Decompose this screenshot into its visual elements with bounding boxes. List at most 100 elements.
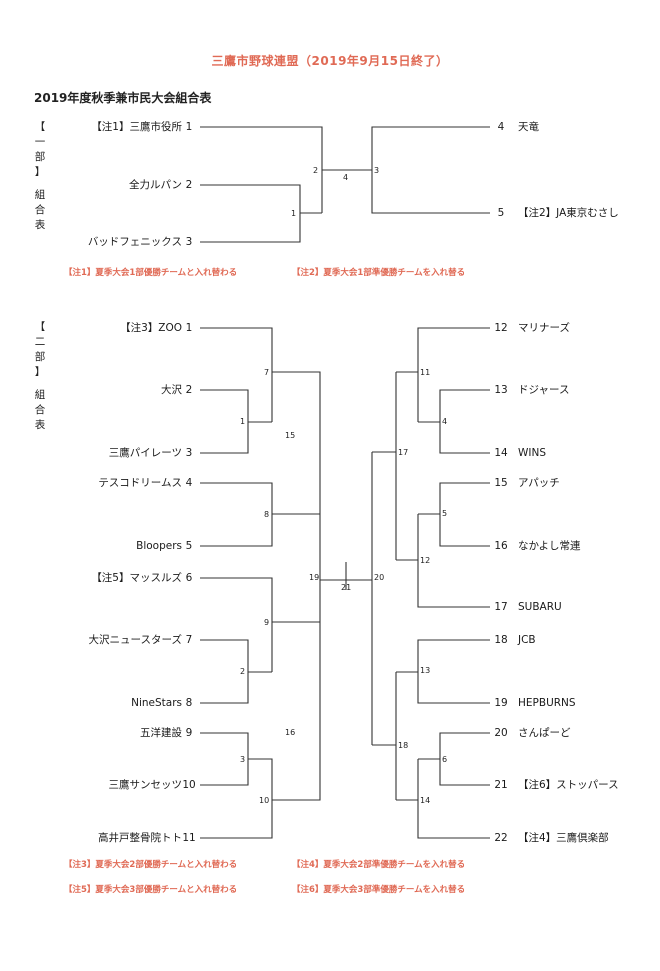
d2-team-22: 【注4】三鷹倶楽部 bbox=[518, 832, 609, 844]
d2-team-18: JCB bbox=[518, 634, 536, 646]
d1-team-2: 全力ルパン bbox=[128, 179, 182, 191]
d2-division-label: 【 二 部 】 組 合 表 bbox=[34, 321, 46, 431]
d2-note-4: 【注4】夏季大会2部準優勝チームを入れ替る bbox=[292, 860, 466, 870]
d2-seed-20: 20 bbox=[494, 727, 508, 739]
d2-seed-6: 6 bbox=[185, 572, 193, 584]
d2-match-2: 2 bbox=[240, 667, 246, 676]
d2-team-14: WINS bbox=[518, 447, 546, 459]
d2-bracket-m12 bbox=[396, 514, 490, 608]
d2-match-4: 4 bbox=[442, 417, 448, 426]
d1-seed-4: 4 bbox=[497, 121, 505, 133]
d1-note-1: 【注1】夏季大会1部優勝チームと入れ替わる bbox=[64, 268, 238, 278]
page-title: 三鷹市野球連盟（2019年9月15日終了） bbox=[211, 54, 449, 68]
d1-seed-3: 3 bbox=[185, 236, 193, 248]
d1-match-4: 4 bbox=[343, 173, 349, 182]
d2-seed-10: 10 bbox=[182, 779, 196, 791]
d2-match-13: 13 bbox=[420, 666, 431, 675]
d2-bracket-m20 bbox=[346, 452, 373, 745]
d2-team-2: 大沢 bbox=[161, 384, 182, 396]
d2-seed-4: 4 bbox=[185, 477, 193, 489]
d2-team-20: さんぱーど bbox=[518, 727, 571, 739]
d2-seed-11: 11 bbox=[182, 832, 196, 844]
d2-seed-22: 22 bbox=[494, 832, 508, 844]
d2-seed-17: 17 bbox=[494, 601, 508, 613]
d2-bracket-m6 bbox=[418, 732, 490, 786]
d2-bracket-m15 bbox=[296, 371, 346, 581]
d2-match-21: 21 bbox=[341, 583, 352, 592]
d1-seed-2: 2 bbox=[185, 179, 193, 191]
d2-team-12: マリナーズ bbox=[518, 322, 570, 334]
d2-team-8: NineStars bbox=[131, 697, 182, 709]
d2-team-6: 【注5】マッスルズ bbox=[91, 572, 182, 584]
d2-team-15: アパッチ bbox=[518, 477, 560, 489]
d1-match-3: 3 bbox=[374, 166, 380, 175]
d2-match-3: 3 bbox=[240, 755, 246, 764]
d1-bracket-m3 bbox=[348, 126, 490, 214]
d1-team-3: バッドフェニックス bbox=[87, 236, 182, 248]
d2-bracket-m1 bbox=[200, 389, 272, 454]
d2-bracket-m17 bbox=[372, 372, 397, 560]
d2-match-12: 12 bbox=[420, 556, 431, 565]
d2-seed-18: 18 bbox=[494, 634, 508, 646]
d2-bracket-m18 bbox=[372, 672, 397, 800]
d2-team-13: ドジャース bbox=[518, 384, 570, 396]
d2-match-5: 5 bbox=[442, 509, 448, 518]
d2-bracket-m7 bbox=[200, 327, 296, 422]
d2-match-7: 7 bbox=[264, 368, 270, 377]
d2-match-15: 15 bbox=[285, 431, 296, 440]
d2-seed-9: 9 bbox=[185, 727, 193, 739]
d2-seed-16: 16 bbox=[494, 540, 508, 552]
d2-note-3: 【注3】夏季大会2部優勝チームと入れ替わる bbox=[64, 860, 238, 870]
d2-seed-5: 5 bbox=[185, 540, 193, 552]
d2-seed-19: 19 bbox=[494, 697, 508, 709]
d2-team-3: 三鷹パイレーツ bbox=[108, 447, 182, 459]
d2-team-10: 三鷹サンセッツ bbox=[108, 779, 183, 791]
d2-team-4: テスコドリームス bbox=[98, 477, 182, 489]
d2-match-10: 10 bbox=[259, 796, 270, 805]
d2-team-9: 五洋建設 bbox=[140, 727, 182, 739]
d2-team-16: なかよし常連 bbox=[518, 540, 581, 552]
d2-note-5: 【注5】夏季大会3部優勝チームと入れ替わる bbox=[64, 885, 238, 895]
d1-team-1: 【注1】三鷹市役所 bbox=[91, 121, 182, 133]
d2-match-19: 19 bbox=[309, 573, 320, 582]
d1-team-4: 天竜 bbox=[518, 121, 539, 133]
d2-seed-12: 12 bbox=[494, 322, 508, 334]
d2-team-19: HEPBURNS bbox=[518, 697, 576, 709]
d2-bracket-m14 bbox=[396, 759, 490, 839]
d2-team-7: 大沢ニュースターズ bbox=[88, 634, 182, 646]
d2-match-16: 16 bbox=[285, 728, 296, 737]
d2-match-17: 17 bbox=[398, 448, 409, 457]
d1-match-1: 1 bbox=[291, 209, 297, 218]
d1-match-2: 2 bbox=[313, 166, 319, 175]
d2-team-17: SUBARU bbox=[518, 601, 562, 613]
d2-seed-13: 13 bbox=[494, 384, 508, 396]
d2-match-9: 9 bbox=[264, 618, 270, 627]
d2-match-14: 14 bbox=[420, 796, 431, 805]
d2-bracket-m5 bbox=[418, 482, 490, 547]
d2-match-1: 1 bbox=[240, 417, 246, 426]
d1-seed-1: 1 bbox=[185, 121, 193, 133]
d1-seed-5: 5 bbox=[497, 207, 505, 219]
d1-team-5: 【注2】JA東京むさし bbox=[518, 207, 619, 219]
d2-bracket-m10 bbox=[200, 758, 296, 839]
d2-team-11: 高井戸整骨院トト bbox=[98, 832, 182, 844]
d2-bracket-m2 bbox=[200, 639, 272, 704]
d2-seed-3: 3 bbox=[185, 447, 193, 459]
d2-bracket-m8 bbox=[200, 482, 296, 547]
d2-seed-1: 1 bbox=[185, 322, 193, 334]
d2-team-5: Bloopers bbox=[136, 540, 182, 552]
d2-bracket-m4 bbox=[418, 389, 490, 454]
d1-note-2: 【注2】夏季大会1部準優勝チームを入れ替る bbox=[292, 268, 466, 278]
d2-team-21: 【注6】ストッパース bbox=[518, 779, 619, 791]
d2-seed-21: 21 bbox=[494, 779, 508, 791]
d2-bracket-m13 bbox=[396, 639, 490, 704]
bracket-subtitle: 2019年度秋季兼市民大会組合表 bbox=[34, 91, 212, 105]
d2-match-20: 20 bbox=[374, 573, 385, 582]
d2-seed-15: 15 bbox=[494, 477, 508, 489]
d2-bracket-m9 bbox=[200, 577, 296, 672]
d2-seed-7: 7 bbox=[185, 634, 193, 646]
d2-bracket-m11 bbox=[396, 327, 490, 422]
d2-note-6: 【注6】夏季大会3部準優勝チームを入れ替る bbox=[292, 885, 466, 895]
d2-match-8: 8 bbox=[264, 510, 270, 519]
